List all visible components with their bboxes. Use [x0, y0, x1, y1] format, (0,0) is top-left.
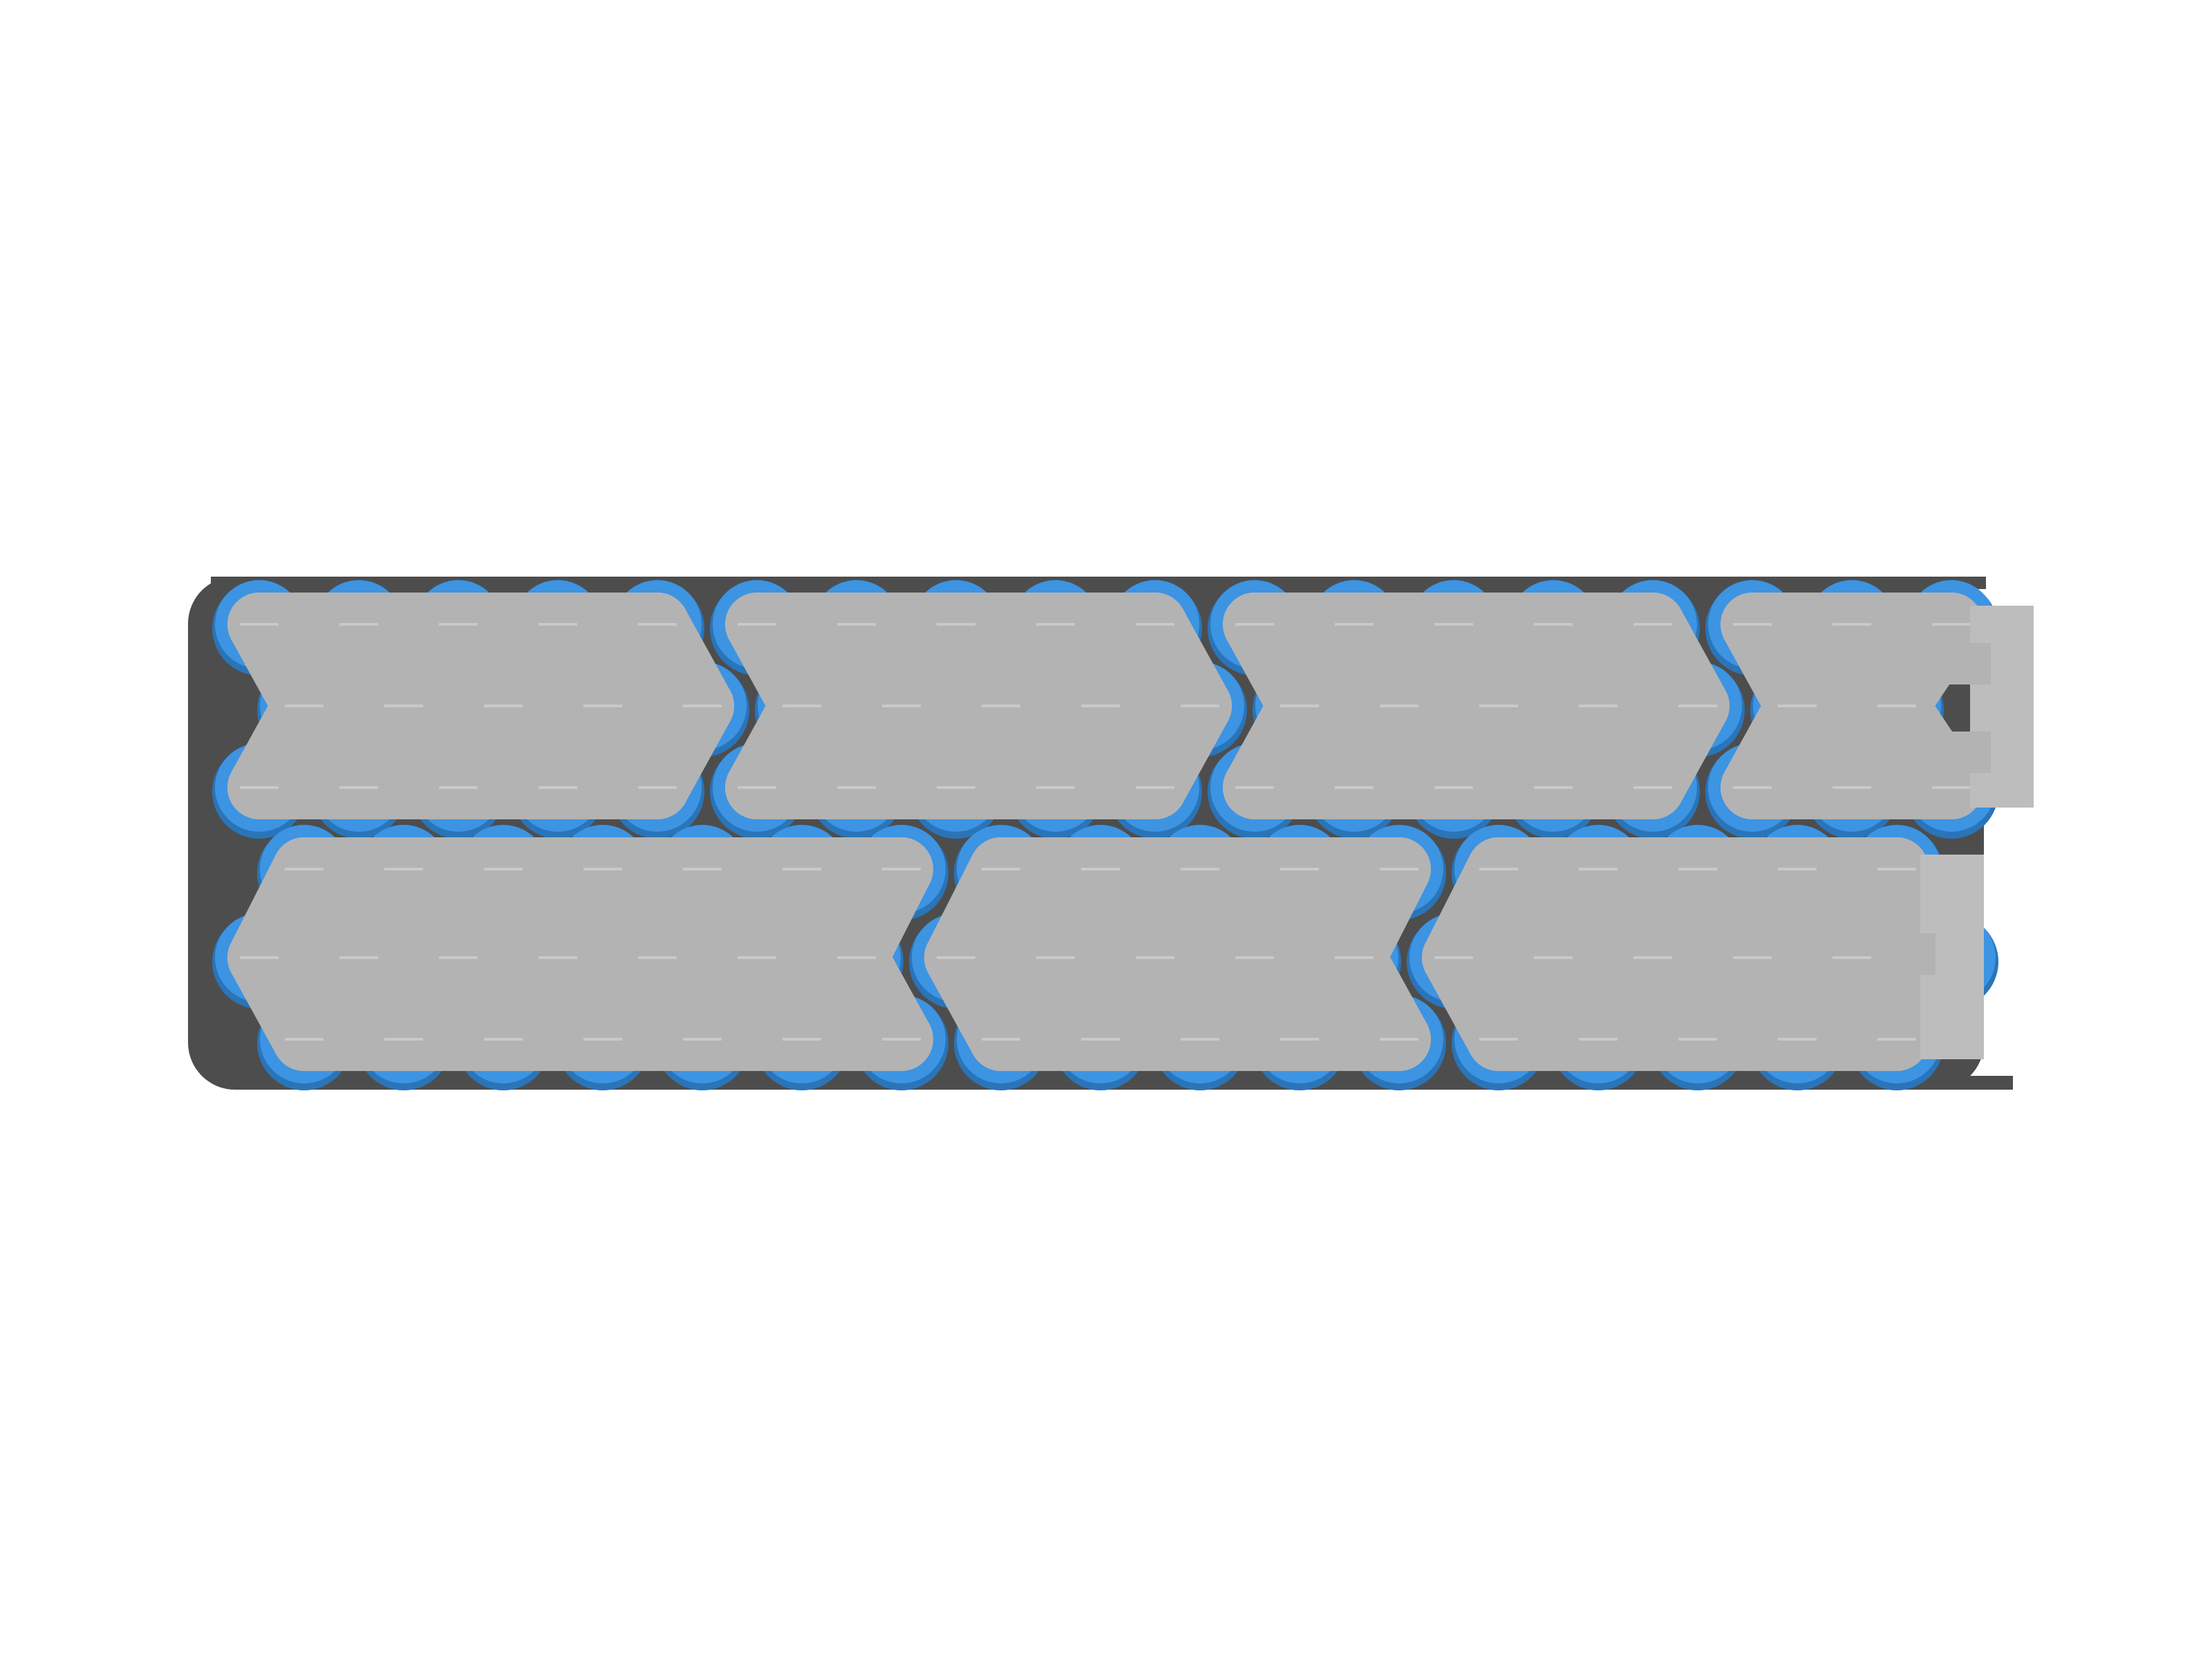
terminal-link [1894, 933, 1936, 975]
terminal-tabs [1894, 606, 2034, 1059]
terminal-link [1949, 732, 1991, 773]
tray-lug [1930, 1076, 2013, 1090]
terminal-link [1949, 643, 1991, 684]
terminal-tab-positive [1970, 606, 2034, 808]
